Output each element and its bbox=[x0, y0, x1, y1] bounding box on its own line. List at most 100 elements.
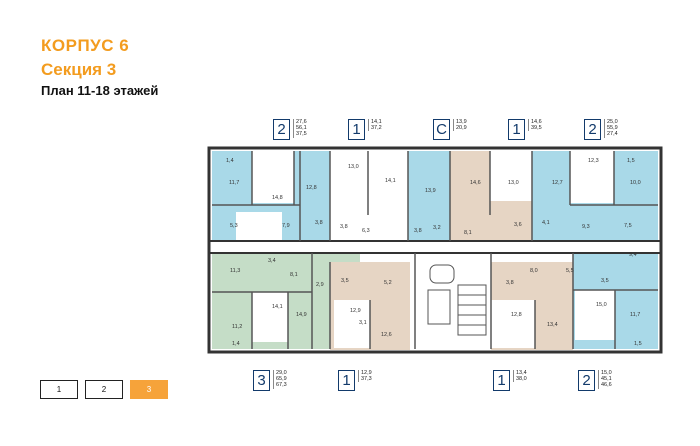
room-area-label: 13,9 bbox=[425, 188, 436, 194]
area-value: 12,9 bbox=[361, 370, 372, 376]
apartment-badge-top-2[interactable]: 1 14,1 37,2 bbox=[348, 119, 382, 140]
room-area-label: 14,9 bbox=[296, 312, 307, 318]
areas-list: 15,0 45,1 46,6 bbox=[598, 370, 612, 389]
room-area-label: 14,6 bbox=[470, 180, 481, 186]
section-title: Секция 3 bbox=[41, 60, 117, 79]
room-area-label: 5,3 bbox=[230, 223, 238, 229]
corridor bbox=[212, 241, 658, 253]
room-area-label: 3,8 bbox=[340, 224, 348, 230]
room-area-label: 3,5 bbox=[341, 278, 349, 284]
apartment-bottom-3 bbox=[491, 262, 573, 350]
room-area-label: 12,7 bbox=[552, 180, 563, 186]
room-area-label: 9,3 bbox=[582, 224, 590, 230]
room-area-label: 1,5 bbox=[634, 341, 642, 347]
area-value: 13,9 bbox=[456, 119, 467, 125]
room-area-label: 3,1 bbox=[359, 320, 367, 326]
areas-list: 27,6 56,1 37,5 bbox=[293, 119, 307, 138]
rooms-count: 2 bbox=[584, 119, 601, 140]
rooms-count: 2 bbox=[273, 119, 290, 140]
apartment-badge-top-3[interactable]: С 13,9 20,9 bbox=[433, 119, 467, 140]
room-area-label: 12,3 bbox=[588, 158, 599, 164]
area-value: 38,0 bbox=[516, 376, 527, 383]
apartment-badge-top-4[interactable]: 1 14,6 39,5 bbox=[508, 119, 542, 140]
area-value: 37,2 bbox=[371, 125, 382, 132]
apartment-badge-top-1[interactable]: 2 27,6 56,1 37,5 bbox=[273, 119, 307, 140]
area-value: 14,1 bbox=[371, 119, 382, 125]
room-area-label: 8,1 bbox=[464, 230, 472, 236]
room-area-label: 11,7 bbox=[229, 180, 239, 186]
room-area-label: 7,9 bbox=[282, 223, 290, 229]
room-area-label: 11,3 bbox=[230, 268, 240, 274]
area-value: 13,4 bbox=[516, 370, 527, 376]
area-value: 39,5 bbox=[531, 125, 542, 132]
rooms-count: 1 bbox=[508, 119, 525, 140]
rooms-count: С bbox=[433, 119, 450, 140]
area-value: 27,4 bbox=[607, 131, 618, 138]
room-white bbox=[491, 300, 535, 348]
room-area-label: 3,5 bbox=[601, 278, 609, 284]
section-tab-2[interactable]: 2 bbox=[85, 380, 123, 399]
rooms-count: 1 bbox=[493, 370, 510, 391]
room-area-label: 10,0 bbox=[630, 180, 641, 186]
rooms-count: 2 bbox=[578, 370, 595, 391]
room-area-label: 3,4 bbox=[268, 258, 276, 264]
area-value: 46,6 bbox=[601, 382, 612, 389]
room-area-label: 14,1 bbox=[385, 178, 396, 184]
area-value: 20,9 bbox=[456, 125, 467, 132]
stairs bbox=[427, 264, 487, 336]
room-area-label: 11,7 bbox=[630, 312, 640, 318]
room-area-label: 3,8 bbox=[414, 228, 422, 234]
section-tab-1[interactable]: 1 bbox=[40, 380, 78, 399]
areas-list: 13,9 20,9 bbox=[453, 119, 467, 132]
apartment-badge-bottom-4[interactable]: 2 15,0 45,1 46,6 bbox=[578, 370, 612, 391]
room-area-label: 12,8 bbox=[306, 185, 317, 191]
apartment-top-2 bbox=[330, 151, 408, 241]
room-white bbox=[490, 151, 532, 201]
apartment-badge-top-5[interactable]: 2 25,0 55,9 27,4 bbox=[584, 119, 618, 140]
room-area-label: 1,5 bbox=[627, 158, 635, 164]
building-title: КОРПУС 6 bbox=[41, 36, 130, 55]
room-area-label: 14,8 bbox=[272, 195, 283, 201]
room-area-label: 13,0 bbox=[348, 164, 359, 170]
room-area-label: 3,2 bbox=[433, 225, 441, 231]
section-tab-3[interactable]: 3 bbox=[130, 380, 168, 399]
room-area-label: 12,8 bbox=[511, 312, 522, 318]
area-value: 25,0 bbox=[607, 119, 618, 125]
stair-core bbox=[415, 262, 491, 350]
apartment-studio bbox=[408, 151, 450, 241]
area-value: 55,9 bbox=[607, 125, 618, 132]
apartment-top-2-part bbox=[300, 151, 330, 241]
apartment-top-1 bbox=[212, 151, 300, 241]
room-area-label: 2,9 bbox=[316, 282, 324, 288]
rooms-count: 1 bbox=[348, 119, 365, 140]
room-area-label: 3,8 bbox=[315, 220, 323, 226]
areas-list: 14,6 39,5 bbox=[528, 119, 542, 132]
room-area-label: 11,2 bbox=[232, 324, 242, 330]
room-area-label: 15,0 bbox=[596, 302, 607, 308]
room-area-label: 8,1 bbox=[290, 272, 298, 278]
interior-walls bbox=[212, 151, 658, 349]
room-area-label: 14,1 bbox=[272, 304, 283, 310]
areas-list: 29,0 65,9 67,3 bbox=[273, 370, 287, 389]
room-area-label: 5,5 bbox=[566, 268, 574, 274]
apartment-bottom-2 bbox=[330, 262, 410, 350]
apartment-bottom-1 bbox=[212, 253, 312, 349]
outer-wall bbox=[207, 146, 663, 354]
room-area-label: 3,6 bbox=[514, 222, 522, 228]
area-value: 45,1 bbox=[601, 376, 612, 383]
area-value: 29,0 bbox=[276, 370, 287, 376]
room-area-label: 5,2 bbox=[384, 280, 392, 286]
room-area-label: 6,3 bbox=[362, 228, 370, 234]
apartment-bottom-4 bbox=[573, 253, 658, 349]
apartment-top-4 bbox=[450, 151, 532, 241]
room-area-label: 12,9 bbox=[350, 308, 361, 314]
room-area-label: 4,1 bbox=[542, 220, 550, 226]
apartment-badge-bottom-2[interactable]: 1 12,9 37,3 bbox=[338, 370, 372, 391]
room-area-label: 8,0 bbox=[530, 268, 538, 274]
rooms-count: 3 bbox=[253, 370, 270, 391]
apartment-badge-bottom-1[interactable]: 3 29,0 65,9 67,3 bbox=[253, 370, 287, 391]
area-value: 27,6 bbox=[296, 119, 307, 125]
room-white bbox=[334, 300, 370, 348]
areas-list: 25,0 55,9 27,4 bbox=[604, 119, 618, 138]
apartment-badge-bottom-3[interactable]: 1 13,4 38,0 bbox=[493, 370, 527, 391]
